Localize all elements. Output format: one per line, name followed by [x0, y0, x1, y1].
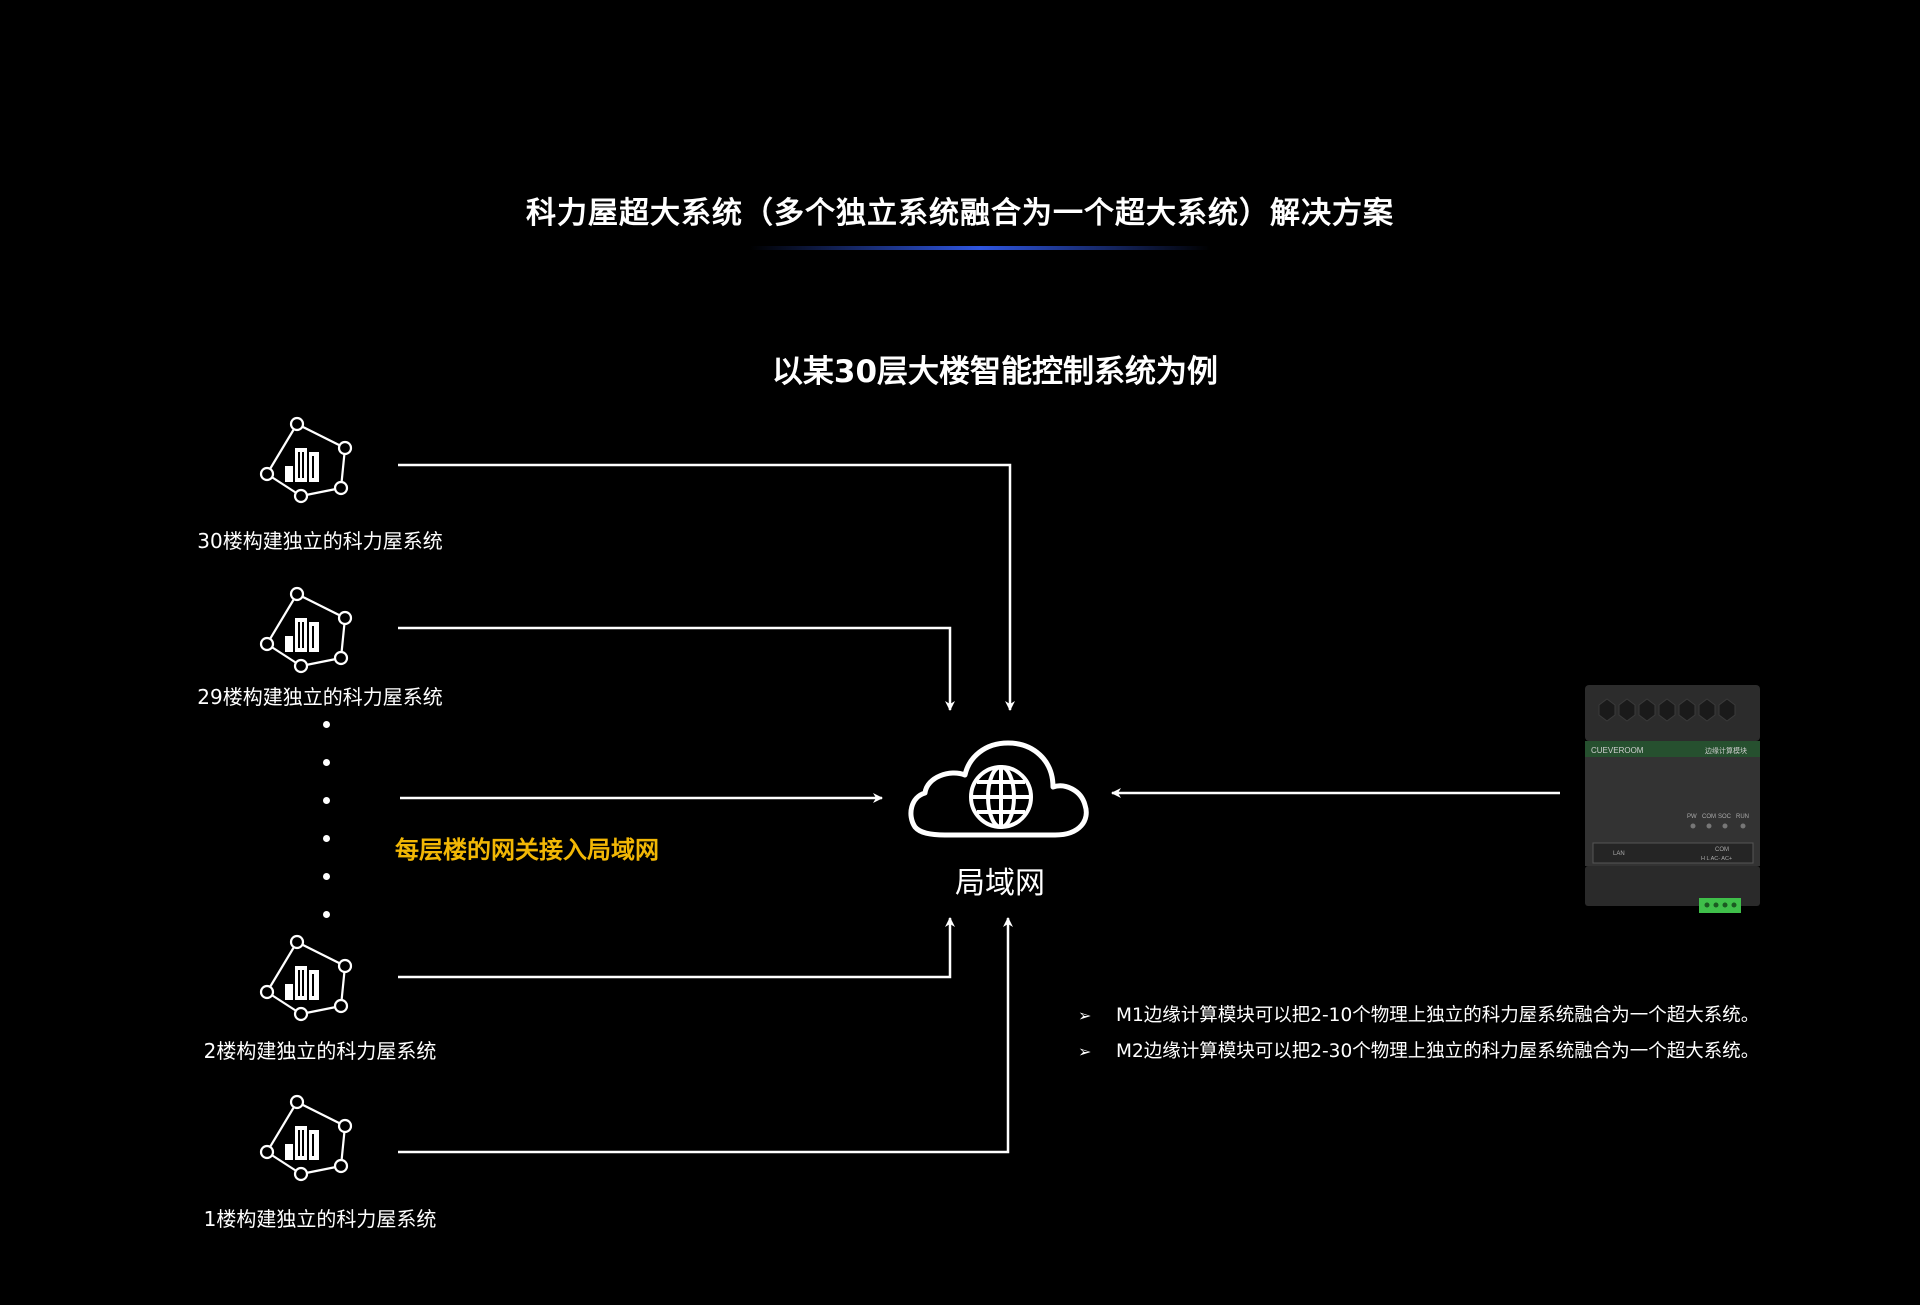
bullet-text: M1边缘计算模块可以把2-10个物理上独立的科力屋系统融合为一个超大系统。 [1116, 1005, 1760, 1026]
bullet-item: ➢ M1边缘计算模块可以把2-10个物理上独立的科力屋系统融合为一个超大系统。 [1078, 998, 1759, 1034]
line-floor-29 [398, 626, 955, 711]
line-floor-30 [398, 463, 1015, 711]
ellipsis-dot [323, 797, 330, 804]
line-floor-1 [398, 917, 1013, 1154]
edge-computing-module-device: CUEVEROOM 边缘计算模块 PW COM SOC RUN LAN COM … [1583, 683, 1763, 913]
ellipsis-dot [323, 759, 330, 766]
cloud-globe-icon [908, 740, 1089, 838]
arrow-bullet-icon: ➢ [1078, 1006, 1092, 1025]
ellipsis-dot [323, 721, 330, 728]
ellipsis-dot [323, 911, 330, 918]
bullet-list: ➢ M1边缘计算模块可以把2-10个物理上独立的科力屋系统融合为一个超大系统。 … [1078, 998, 1759, 1070]
floor-label-30: 30楼构建独立的科力屋系统 [197, 529, 443, 553]
network-building-icon [259, 586, 353, 674]
floor-label-1: 1楼构建独立的科力屋系统 [203, 1207, 437, 1231]
indicator-soc: SOC [1718, 814, 1732, 820]
arrow-bullet-icon: ➢ [1078, 1042, 1092, 1061]
port-pins-text: H L AC- AC+ [1701, 856, 1732, 862]
indicator-com: COM [1702, 814, 1716, 820]
floor-label-2: 2楼构建独立的科力屋系统 [203, 1039, 437, 1063]
bullet-item: ➢ M2边缘计算模块可以把2-30个物理上独立的科力屋系统融合为一个超大系统。 [1078, 1034, 1759, 1070]
ellipsis-dot [323, 873, 330, 880]
port-com-text: COM [1715, 847, 1729, 853]
floor-label-29: 29楼构建独立的科力屋系统 [197, 685, 443, 709]
ellipsis-dot [323, 835, 330, 842]
title-underline [750, 246, 1210, 250]
bullet-text: M2边缘计算模块可以把2-30个物理上独立的科力屋系统融合为一个超大系统。 [1116, 1041, 1760, 1062]
network-building-icon [259, 1094, 353, 1182]
indicator-pw: PW [1687, 814, 1697, 820]
network-building-icon [259, 416, 353, 504]
device-module-text: 边缘计算模块 [1705, 746, 1747, 755]
indicator-run: RUN [1736, 814, 1749, 820]
device-brand-text: CUEVEROOM [1591, 746, 1644, 755]
network-building-icon [259, 934, 353, 1022]
port-lan-text: LAN [1613, 851, 1625, 857]
diagram-subtitle: 以某30层大楼智能控制系统为例 [771, 354, 1219, 390]
page-title: 科力屋超大系统（多个独立系统融合为一个超大系统）解决方案 [526, 196, 1394, 231]
gateway-note: 每层楼的网关接入局域网 [395, 836, 659, 864]
line-floor-2 [398, 917, 955, 979]
lan-label: 局域网 [955, 866, 1045, 901]
